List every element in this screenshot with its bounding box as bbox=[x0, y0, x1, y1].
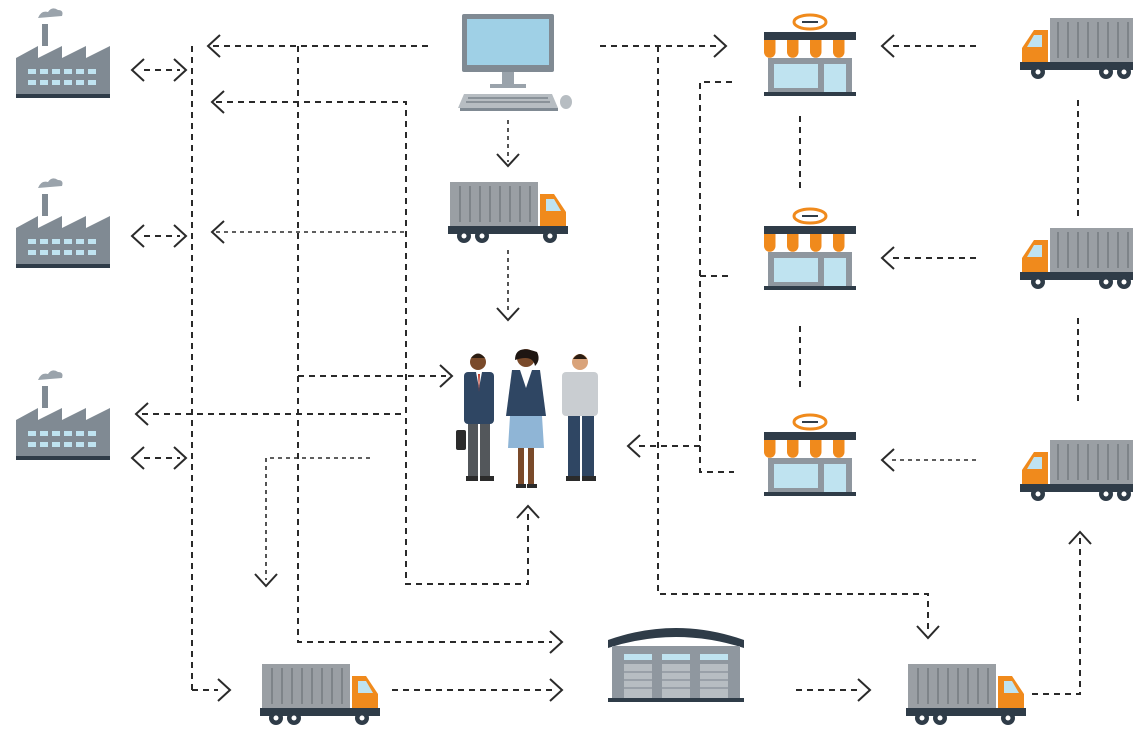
connector-lines bbox=[142, 45, 1081, 695]
connector-to-warehouse bbox=[297, 46, 552, 643]
arrowhead-left-icon bbox=[131, 446, 145, 470]
truck-icon bbox=[447, 181, 569, 244]
arrowhead-left-icon bbox=[627, 434, 641, 458]
truck-icon bbox=[1020, 228, 1133, 289]
truck-icon bbox=[259, 663, 381, 726]
arrowhead-left-icon bbox=[881, 34, 895, 58]
computer-icon bbox=[458, 14, 572, 111]
arrowhead-left-icon bbox=[131, 224, 145, 248]
connector-down-left bbox=[265, 457, 370, 580]
store-icon bbox=[762, 413, 858, 498]
store-icon bbox=[762, 207, 858, 292]
store-icon bbox=[762, 13, 858, 98]
connector-to-people bbox=[216, 101, 529, 585]
factory-icon bbox=[16, 8, 110, 98]
arrowhead-right-icon bbox=[857, 678, 871, 702]
truck-icon bbox=[1020, 440, 1133, 501]
truck-icon bbox=[905, 663, 1027, 726]
people-group-icon bbox=[456, 349, 598, 488]
arrowheads bbox=[131, 34, 1092, 702]
warehouse-icon bbox=[608, 628, 744, 702]
truck-icon bbox=[1020, 18, 1133, 79]
arrowhead-left-icon bbox=[881, 246, 895, 270]
factory-icon bbox=[16, 370, 110, 460]
arrowhead-left-icon bbox=[131, 58, 145, 82]
connector-store-to-truck bbox=[657, 46, 929, 632]
factory-icon bbox=[16, 178, 110, 268]
connector-store-bracket bbox=[699, 81, 734, 473]
arrowhead-right-icon bbox=[217, 678, 231, 702]
connector-truck-up bbox=[1032, 538, 1081, 695]
